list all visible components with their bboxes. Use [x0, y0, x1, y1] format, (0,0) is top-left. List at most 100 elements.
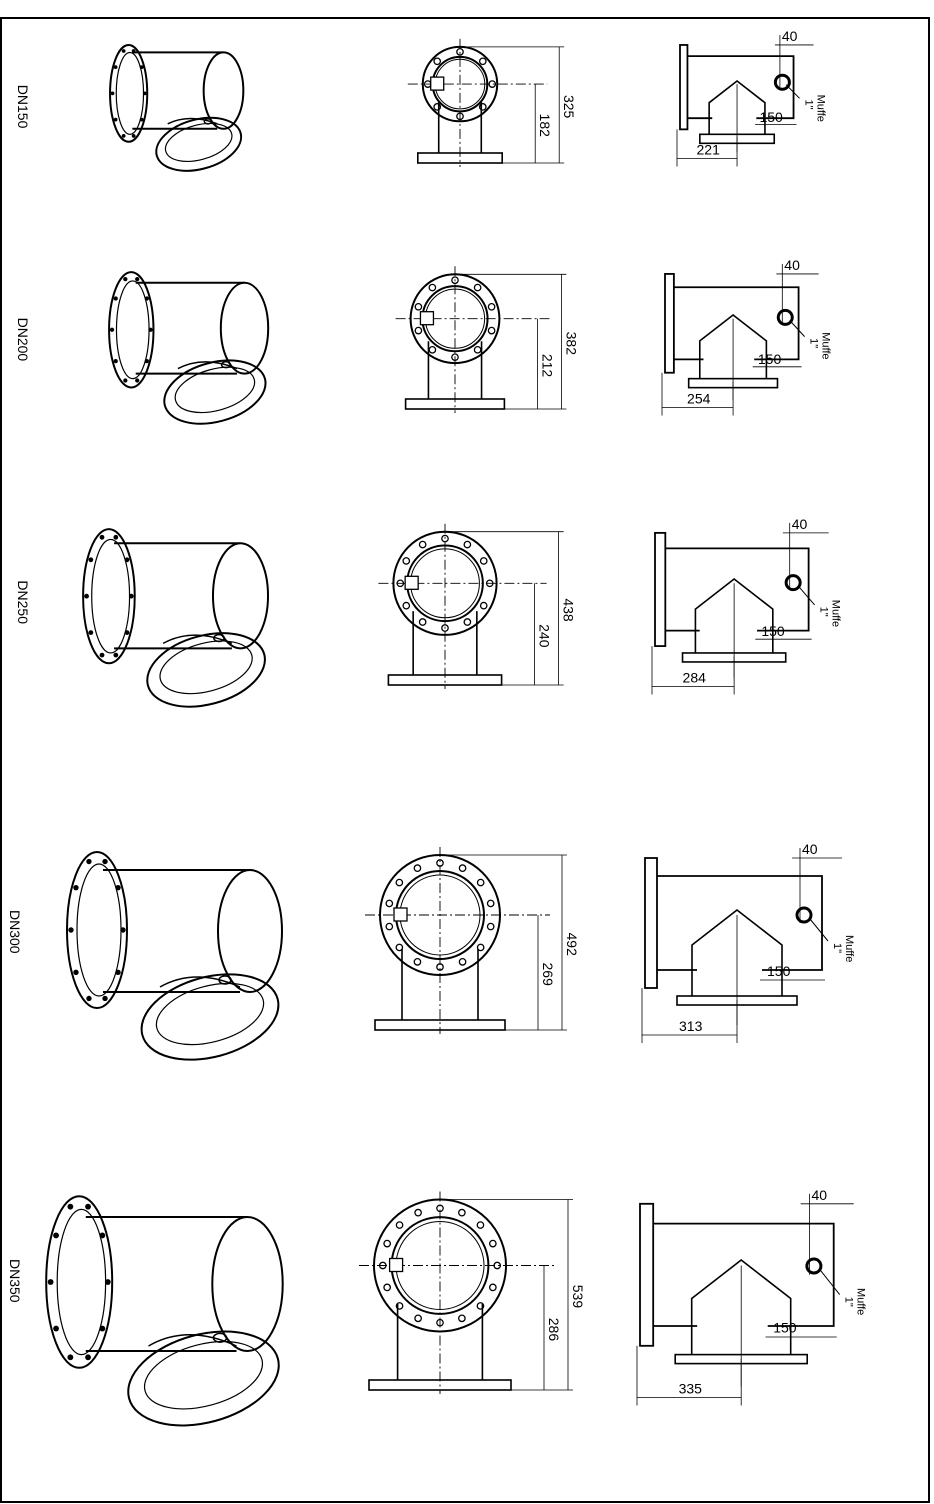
back-flange-inner: [76, 863, 122, 997]
bolt-hole: [113, 534, 119, 540]
side-pipe-body: [673, 286, 800, 361]
bottom-flange-inner: [174, 366, 256, 414]
muffe-socket: [784, 574, 802, 592]
dimension-axis: 212: [539, 354, 555, 378]
bolt-hole: [458, 1208, 466, 1217]
dimension-muffe-offset: 40: [784, 257, 800, 273]
muffe-leader: [785, 84, 800, 99]
bolt-hole: [478, 57, 487, 66]
dimension-offset: 221: [697, 142, 721, 158]
bolt-hole: [88, 557, 94, 563]
bottom-flange-outline: [155, 116, 243, 172]
dimension-height: 325: [561, 95, 577, 119]
side-stand: [708, 118, 766, 135]
bolt-hole: [110, 91, 115, 96]
bolt-hole: [53, 1325, 59, 1332]
pipe-end-opening: [211, 1216, 284, 1352]
bottom-flange-outline: [146, 632, 266, 708]
branch-saddle: [167, 117, 218, 125]
side-flange: [664, 273, 675, 374]
size-label: DN200: [15, 318, 31, 362]
muffe-socket: [776, 308, 794, 326]
bolt-hole: [124, 630, 130, 635]
bolt-hole: [148, 327, 153, 332]
dimension-axis: 286: [546, 1318, 562, 1342]
bolt-hole: [487, 302, 496, 311]
muffe-socket: [773, 73, 791, 91]
socket-square: [393, 907, 408, 922]
dimension-muffe-offset: 40: [792, 516, 808, 532]
dimension-offset: 254: [687, 391, 711, 407]
isometric-view: [82, 528, 270, 708]
bolt-hole: [478, 103, 487, 111]
side-branch-saddle: [698, 313, 768, 360]
bolt-hole: [99, 1232, 106, 1239]
bolt-hole: [476, 1302, 485, 1310]
muffe-label: Muffe: [820, 332, 832, 359]
bolt-hole: [476, 943, 485, 952]
dimension-height: 539: [570, 1285, 586, 1309]
bolt-hole: [115, 969, 121, 976]
dimension-axis: 182: [537, 114, 553, 138]
stand-legs: [401, 949, 479, 1020]
bottom-flange-outline: [127, 1330, 280, 1427]
dimension-height: 382: [563, 332, 579, 356]
stand-legs: [437, 101, 483, 153]
bolt-hole: [113, 65, 118, 70]
bolt-hole: [85, 1354, 91, 1361]
dimension-muffe-distance: 150: [767, 963, 791, 979]
dimension-axis: 269: [540, 963, 556, 987]
side-pipe-body: [653, 1222, 835, 1327]
pipe-end-opening: [202, 51, 245, 130]
bolt-hole: [113, 296, 118, 301]
dimension-height: 492: [564, 933, 580, 957]
muffe-leader: [809, 918, 829, 942]
muffe-size-label: 1": [803, 100, 815, 110]
bolt-hole: [441, 624, 449, 632]
bolt-hole: [486, 899, 495, 908]
bolt-hole: [73, 969, 79, 976]
isometric-view: [45, 1195, 284, 1427]
bolt-hole: [99, 534, 105, 540]
bolt-hole: [99, 1325, 106, 1332]
bolt-hole: [88, 630, 94, 635]
dimension-offset: 313: [679, 1018, 703, 1034]
muffe-label: Muffe: [843, 935, 855, 962]
back-flange-inner: [115, 51, 145, 135]
bolt-hole: [121, 49, 126, 53]
bolt-hole: [115, 884, 121, 891]
socket-square: [430, 76, 445, 91]
dimension-muffe-offset: 40: [802, 841, 818, 857]
branch-saddle: [162, 634, 233, 645]
bolt-hole: [479, 557, 488, 565]
dimension-height: 438: [561, 598, 577, 622]
dimension-muffe-distance: 150: [759, 109, 783, 125]
bolt-hole: [144, 358, 149, 364]
bolt-hole: [128, 593, 134, 599]
muffe-leader: [797, 585, 815, 606]
bolt-hole: [53, 1232, 59, 1239]
side-branch-saddle: [708, 79, 766, 119]
bolt-hole: [144, 296, 149, 301]
side-flange: [639, 1202, 655, 1347]
muffe-label: Muffe: [855, 1288, 867, 1315]
dimension-offset: 284: [683, 670, 707, 686]
stand-legs: [396, 1303, 484, 1380]
bolt-hole: [488, 1283, 497, 1292]
bolt-hole: [123, 276, 128, 282]
muffe-leader: [820, 1270, 841, 1295]
pipe-end-opening: [219, 281, 270, 375]
bolt-hole: [139, 65, 144, 70]
bolt-hole: [113, 358, 118, 364]
bolt-hole: [86, 995, 92, 1002]
pipe-end-opening: [211, 542, 270, 650]
socket-boss: [213, 633, 225, 643]
front-view: 492 269: [365, 847, 580, 1034]
bolt-hole: [73, 884, 79, 891]
